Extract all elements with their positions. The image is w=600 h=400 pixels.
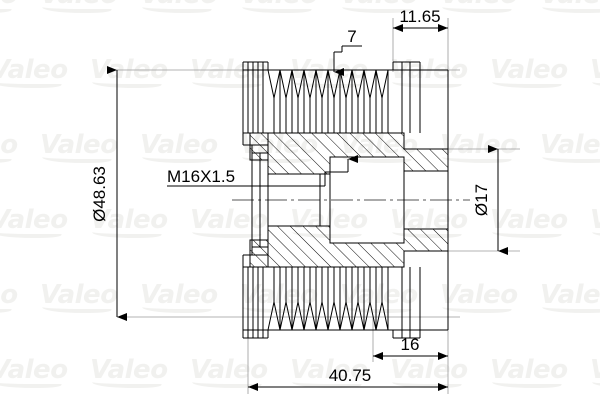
dim-label-flange-width: 11.65 [399, 7, 440, 26]
dim-label-thread-spec: M16X1.5 [167, 167, 235, 186]
pulley-body-bottom [242, 251, 449, 339]
section-hatching-bottom [249, 225, 449, 268]
dim-label-bore-diameter: Ø17 [472, 184, 491, 216]
section-hatching-top [249, 132, 449, 175]
bore-detail-bottom [242, 200, 449, 268]
dim-label-outer-diameter: Ø48.63 [90, 166, 109, 222]
dim-label-grooves-count: 7 [347, 27, 356, 46]
leader-thread-spec [167, 155, 358, 187]
pulley-body-top [242, 61, 449, 149]
leader-grooves-count [333, 45, 362, 76]
dim-label-hub-length: 16 [401, 335, 420, 354]
bore-detail-top [242, 132, 449, 200]
dim-label-overall-length: 40.75 [329, 366, 372, 385]
extension-lines [117, 18, 520, 394]
